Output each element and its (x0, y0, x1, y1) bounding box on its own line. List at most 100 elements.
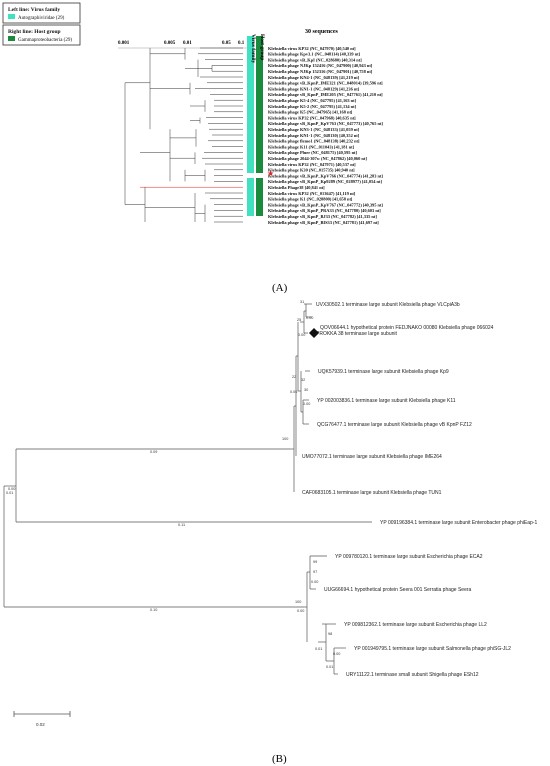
panel-b-caption: (B) (272, 753, 287, 765)
tree-b (3, 303, 372, 675)
node-support-label: 30 (304, 388, 308, 392)
tree-a-leaf-label: Klebsiella phage K30 (NC_015735) [40,940… (268, 168, 355, 173)
strip-gap (247, 173, 263, 178)
node-support-label: 0.09 (150, 450, 157, 454)
col-host-group-label: Host group (259, 34, 265, 60)
node-support-label: 0.01 (315, 647, 322, 651)
col-virus-family-label: Virus family (250, 34, 256, 64)
panel-a-caption: (A) (272, 282, 288, 294)
legend-family-swatch (8, 14, 15, 19)
node-support-label: 31 (300, 300, 304, 304)
panel-b: 31 0.00 25 0.00 22 32 30 0.00 0.00 100 0.09 0.00 0.1… (3, 300, 537, 765)
node-support-label: 100 (282, 437, 288, 441)
legend-left-item: Autographiviridae (29) (18, 16, 65, 21)
node-support-label: 0.00 (297, 609, 304, 613)
scale-bar-label: 0.02 (36, 722, 45, 727)
tree-a-leaf-label: Klebsiella phage Kpv3.1 (NC_048114) [40,… (268, 52, 361, 57)
tree-a-leaf-label: Klebsiella Phage38 [40,841 nt] (268, 185, 325, 190)
host-group-strip (256, 36, 263, 216)
tree-b-leaf-label: YP 001949795.1 terminase large subunit S… (354, 646, 511, 652)
tree-b-leaf-label: QCG76477.1 terminase large subunit Klebs… (317, 422, 472, 428)
tree-a-leaf-label: Klebsiella phage NJKp 152316 (NC_047901)… (268, 69, 373, 74)
tree-a-leaf-label: Klebsiella phage Pluer (NC_048175) [40,5… (268, 150, 357, 155)
tree-b-leaf-label: YP 002003836.1 terminase large subunit K… (317, 398, 456, 404)
node-support-label: 0.00 (333, 652, 340, 656)
tree-a-leaf-label: Klebsiella phage vB_KpnP_PRA33 (NC_04778… (268, 208, 381, 213)
tree-b-leaf-label: YP 009812362.1 terminase large subunit E… (344, 622, 487, 628)
node-support-label: 25 (297, 318, 301, 322)
tree-a-leaf-label: Klebsiella phage K5-2 (NC_047795) [41,13… (268, 104, 357, 109)
tree-a-leaf-label: Klebsiella phage vB_KpnP_Kp9289 (NC_0289… (268, 179, 382, 184)
legend-right-title: Right line: Host group (8, 29, 61, 35)
panel-a: Left line: Virus family Autographivirida… (2, 2, 383, 294)
node-support-label: 0.00 (298, 333, 305, 337)
legend-right-item: Gammaproteobacteria (29) (18, 38, 72, 43)
tree-a-leaves: Klebsiella virus KP32 (NC_047970) [40,54… (268, 46, 383, 225)
node-support-label: 0.11 (178, 523, 185, 527)
legend-host-swatch (8, 36, 15, 41)
tree-a-leaf-label: Klebsiella phage vB_KpnP_IME205 (NC_0477… (268, 92, 383, 97)
scale-tick-label: 0.1 (238, 41, 245, 46)
tree-b-leaf-label: CAF0683105.1 terminase large subunit Kle… (302, 490, 442, 496)
node-support-label: 100 (295, 600, 301, 604)
tree-a-leaf-label: Klebsiella phage K11 (NC_011043) [41,181… (268, 144, 355, 149)
scale-axis: 0.001 0.005 0.01 0.05 0.1 (118, 41, 250, 49)
node-support-label: 0.00 (311, 580, 318, 584)
node-support-label: 0.00 (306, 316, 313, 320)
sequences-count-label: 30 sequences (305, 29, 338, 35)
tree-a-leaf-label: Klebsiella phage KN1-1 (NC_048129) [41,2… (268, 86, 360, 91)
node-support-label: 0.00 (303, 402, 310, 406)
node-support-label: 0.01 (326, 665, 333, 669)
scale-tick-label: 0.001 (118, 41, 130, 46)
legend-left-title: Left line: Virus family (8, 7, 60, 13)
tree-a-leaf-label: Klebsiella phage vB_KpnP_KpV767 (NC_0477… (268, 202, 383, 207)
tree-b-leaf-label: YP 009196384.1 terminase large subunit E… (380, 520, 537, 526)
tree-b-leaves: UVX30502.1 terminase large subunit Klebs… (302, 302, 537, 678)
tree-a-leaf-label: Klebsiella phage 2044-307w (NC_047862) [… (268, 156, 367, 161)
tree-a-leaf-label: Klebsiella phage NJKp 152416 (NC_047900)… (268, 63, 373, 68)
tree-a-leaf-label: Klebsiella phage KN4-1 (NC_048139) [41,2… (268, 75, 360, 80)
tree-a-leaf-label: Klebsiella phage K5-4 (NC_047795) [41,16… (268, 98, 357, 103)
tree-a (124, 47, 243, 223)
scale-tick-label: 0.005 (164, 41, 176, 46)
tree-a-leaf-label: Klebsiella phage vB_KpnP_KpV763 (NC_0477… (268, 121, 383, 126)
tree-b-leaf-label: UVX30502.1 terminase large subunit Klebs… (316, 302, 460, 308)
node-support-label: 99 (313, 560, 317, 564)
node-support-label: 97 (313, 570, 317, 574)
scale-bar: 0.02 (13, 711, 71, 727)
virus-family-strip (247, 36, 254, 216)
tree-a-leaf-label: Klebsiella phage vB_KpnP_IME321 (NC_0480… (268, 81, 383, 86)
node-support-label: 0.10 (150, 608, 157, 612)
diamond-marker-icon (309, 328, 319, 338)
tree-a-leaf-label: Klebsiella phage vB_KpnP_KpV766 (NC_0477… (268, 173, 383, 178)
tree-b-leaf-label: UUG66694.1 hypothetical protein Seera 00… (324, 587, 472, 593)
tree-a-leaf-label: Klebsiella phage vB_KpnP_BIS33 (NC_04778… (268, 220, 379, 225)
node-support-label: 22 (292, 375, 296, 379)
tree-a-leaf-label: Klebsiella virus KP32 (NC_047968) [40,63… (268, 115, 356, 120)
tree-b-leaf-label: UQK57939.1 terminase large subunit Klebs… (318, 369, 449, 375)
legend-host-group: Right line: Host group Gammaproteobacter… (2, 24, 81, 46)
tree-b-leaf-label: URY11122.1 terminase small subunit Shige… (346, 672, 479, 678)
scale-tick-label: 0.01 (183, 41, 192, 46)
tree-b-leaf-label: YP 009780120.1 terminase large subunit E… (335, 554, 483, 560)
node-support-label: 32 (301, 378, 305, 382)
tree-a-leaf-label: Klebsiella phage K1 (NC_028800) [41,658 … (268, 197, 353, 202)
legend-left-box (2, 2, 81, 24)
node-support-label: 0.00 (290, 390, 297, 394)
tree-b-leaf-label: QOV06644.1 hypothetical protein FEDJNAKO… (320, 325, 494, 331)
legend-virus-family: Left line: Virus family Autographivirida… (2, 2, 81, 24)
node-support-label: 98 (328, 632, 332, 636)
tree-b-leaf-label: PROKKA 38 terminase large subunit (316, 331, 397, 337)
tree-b-leaf-label: UMO77072.1 terminase large subunit Klebs… (302, 454, 442, 460)
tree-a-leaf-label: Klebsiella phage KN3-1 (NC_048133) [41,0… (268, 127, 360, 132)
tree-a-leaf-label: Klebsiella phage vB_KpI (NC_028680) [40,… (268, 57, 362, 62)
scale-tick-label: 0.05 (222, 41, 231, 46)
tree-a-leaf-label: Klebsiella virus KP32 (NC_047971) [40,53… (268, 162, 356, 167)
node-support-label: 0.01 (6, 491, 13, 495)
legend-right-box (2, 24, 81, 46)
node-support-label: 0.00 (8, 487, 15, 491)
tree-a-leaf-label: Klebsiella phage vB_KpnP_BJ33 (NC_047782… (268, 214, 377, 219)
tree-b-node-labels: 31 0.00 25 0.00 22 32 30 0.00 0.00 100 0.09 0.00 0.1… (6, 300, 340, 669)
tree-a-leaf-label: Klebsiella virus KP32 (NC_047970) [40,54… (268, 46, 356, 51)
